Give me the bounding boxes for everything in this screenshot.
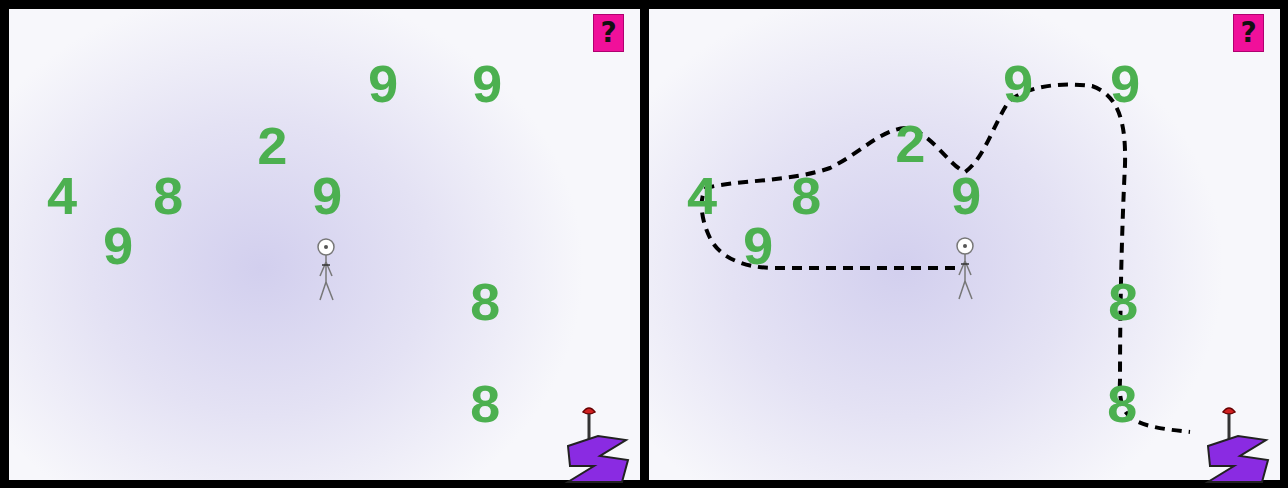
help-mark: ? (595, 16, 621, 50)
digit-number: 9 (471, 61, 503, 115)
digit-number: 8 (790, 173, 822, 227)
digit-number: 9 (311, 173, 343, 227)
digit-number: 9 (1002, 61, 1034, 115)
digit-number: 2 (894, 121, 926, 175)
digit-number: 4 (686, 173, 718, 227)
stick-figure (318, 239, 334, 300)
digit-number: 2 (256, 123, 288, 177)
exit-sign (568, 408, 628, 482)
digit-number: 8 (469, 381, 501, 435)
digit-number: 9 (950, 173, 982, 227)
help-button: ? (593, 14, 624, 52)
digit-number: 8 (1106, 381, 1138, 435)
digit-number: 4 (46, 173, 78, 227)
digit-number: 8 (1107, 279, 1139, 333)
help-mark: ? (1235, 16, 1261, 50)
help-button: ? (1233, 14, 1264, 52)
digit-number: 8 (152, 173, 184, 227)
digit-number: 9 (102, 223, 134, 277)
stick-figure (957, 238, 973, 299)
digit-number: 9 (367, 61, 399, 115)
dashed-route (702, 85, 1190, 432)
digit-number: 9 (742, 223, 774, 277)
digit-number: 8 (469, 279, 501, 333)
digit-number: 9 (1109, 61, 1141, 115)
exit-sign (1208, 408, 1268, 482)
